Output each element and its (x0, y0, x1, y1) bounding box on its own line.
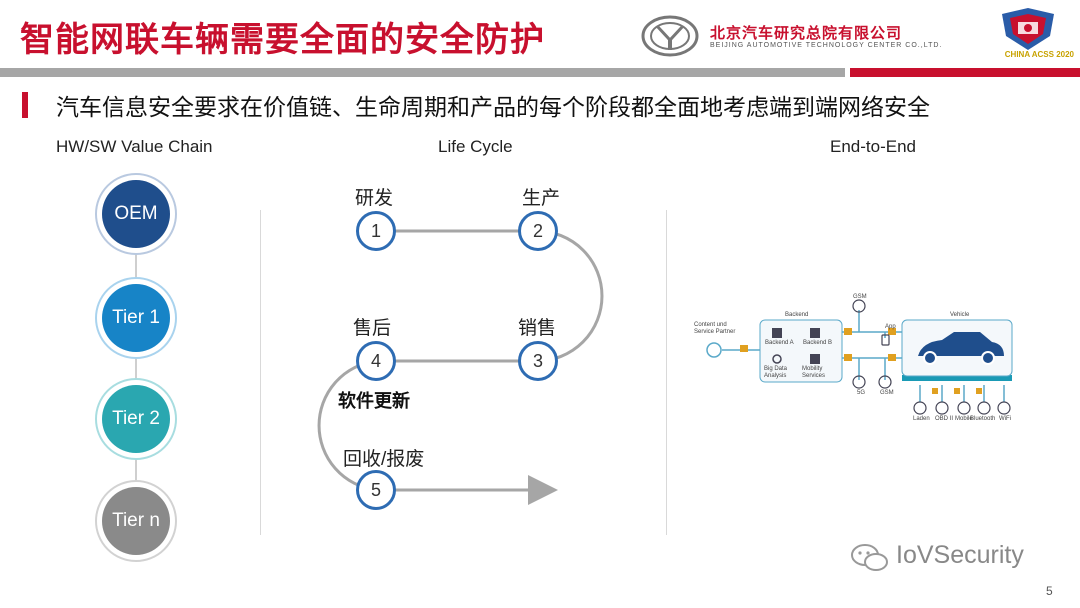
backend-b-label: Backend B (803, 340, 833, 346)
step-2-label: 生产 (522, 188, 561, 209)
bottom-laden-label: Laden (913, 416, 930, 422)
bottom-wifi-label: WiFi (999, 416, 1011, 422)
header-bar-gray (0, 68, 845, 77)
step-5-label: 回收/报废 (343, 449, 425, 470)
tier-oem-label: OEM (114, 203, 158, 224)
wechat-icon (851, 544, 888, 571)
step-1-circle: 1 (356, 211, 396, 251)
tier-1-label: Tier 1 (112, 307, 160, 328)
step-1-label: 研发 (355, 188, 394, 209)
step-5-number: 5 (370, 479, 381, 500)
step-4-label: 售后 (353, 318, 392, 339)
tier-oem-circle: OEM (102, 180, 170, 248)
step-3-circle: 3 (518, 341, 558, 381)
5g-label: 5G (857, 390, 866, 396)
bottom-mobile-label: Mobile (955, 416, 973, 422)
tier-oem: OEM (95, 173, 177, 255)
divider-left (260, 210, 261, 535)
tier-1-circle: Tier 1 (102, 284, 170, 352)
subtitle-marker (22, 92, 28, 118)
backend-label: Backend (785, 312, 809, 318)
tier-n-circle: Tier n (102, 487, 170, 555)
step-1-number: 1 (370, 220, 381, 241)
brand-subtitle: BEIJING AUTOMOTIVE TECHNOLOGY CENTER CO.… (710, 42, 943, 49)
acss-badge-text: CHINA ACSS 2020 (1004, 50, 1074, 59)
tier-2: Tier 2 (95, 378, 177, 460)
gsm-label: GSM (853, 294, 867, 300)
step-2-circle: 2 (518, 211, 558, 251)
value-chain-connector (135, 240, 137, 500)
heading-value-chain: HW/SW Value Chain (56, 137, 213, 156)
baic-logo-icon (641, 15, 699, 57)
step-2-number: 2 (532, 220, 543, 241)
divider-right (666, 210, 667, 535)
tier-1: Tier 1 (95, 277, 177, 359)
gsm-bottom-label: GSM (880, 390, 894, 396)
life-cycle-path (317, 229, 604, 505)
step-3-label: 销售 (518, 318, 557, 339)
step-4-circle: 4 (356, 341, 396, 381)
tier-n-label: Tier n (112, 510, 160, 531)
brand-name: 北京汽车研究总院有限公司 (710, 25, 903, 42)
step-3-number: 3 (532, 350, 543, 371)
vehicle-label: Vehicle (950, 312, 970, 318)
app-label: App (885, 324, 896, 330)
acss-shield-icon (1002, 8, 1054, 50)
tier-2-circle: Tier 2 (102, 385, 170, 453)
slide-title: 智能网联车辆需要全面的安全防护 (20, 21, 545, 59)
tier-2-label: Tier 2 (112, 408, 160, 429)
content-partner-label: Content und Service Partner (694, 322, 736, 335)
bottom-bluetooth-label: Bluetooth (970, 416, 996, 422)
tier-n: Tier n (95, 480, 177, 562)
subtitle: 汽车信息安全要求在价值链、生命周期和产品的每个阶段都全面地考虑端到端网络安全 (56, 94, 930, 120)
heading-end-to-end: End-to-End (830, 137, 916, 156)
header-bar-red (850, 68, 1080, 77)
backend-a-label: Backend A (765, 340, 794, 346)
step-4-number: 4 (370, 350, 381, 371)
heading-life-cycle: Life Cycle (438, 137, 513, 156)
page-number: 5 (1046, 584, 1053, 598)
step-5-circle: 5 (356, 470, 396, 510)
software-update-label: 软件更新 (338, 391, 410, 411)
mobility-label: Mobility Services (802, 366, 826, 379)
bottom-obd-label: OBD II (935, 416, 954, 422)
watermark-text: IoVSecurity (896, 541, 1024, 569)
end-to-end-diagram (706, 299, 1013, 415)
big-data-label: Big Data Analysis (764, 366, 788, 379)
